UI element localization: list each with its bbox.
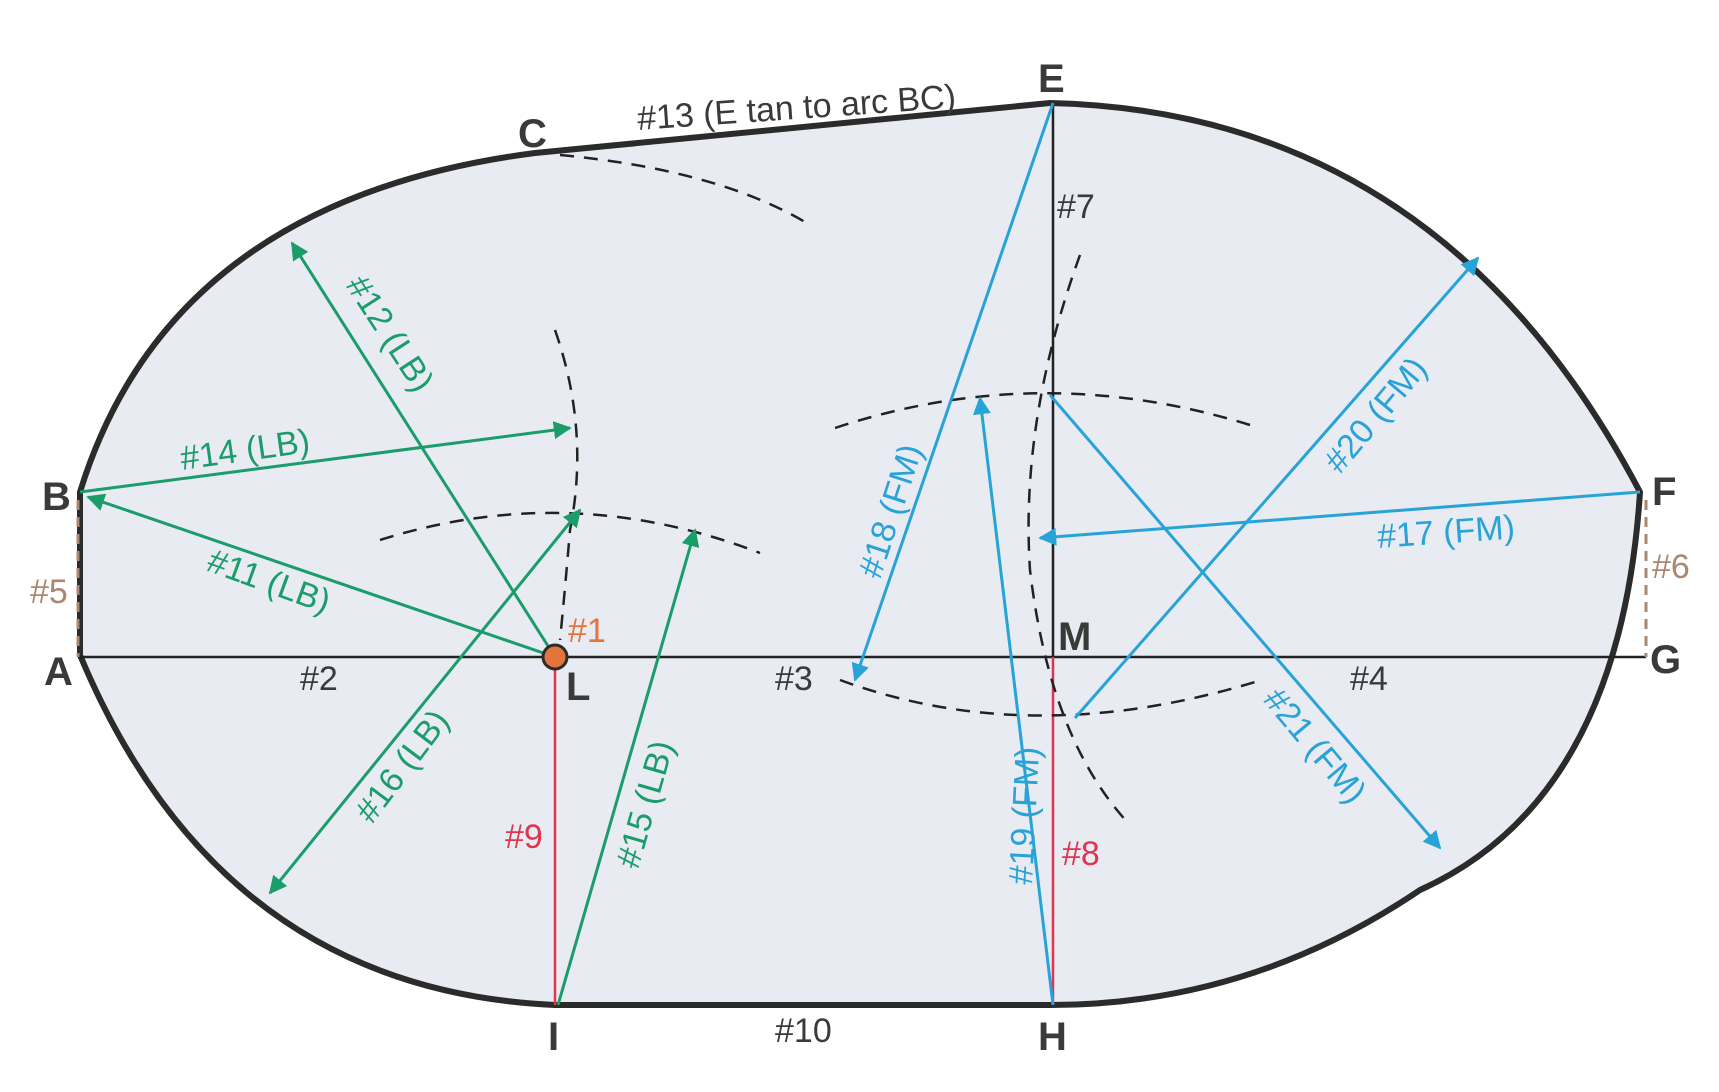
point-label-a: A xyxy=(44,650,73,694)
step-19-label: #19 (FM) xyxy=(1002,746,1047,886)
point-label-e: E xyxy=(1038,57,1065,101)
point-label-i: I xyxy=(548,1015,559,1059)
point-label-m: M xyxy=(1058,615,1091,659)
green-arrows xyxy=(79,241,700,1006)
step-6-label: #6 xyxy=(1652,548,1690,586)
step-1-label: #1 xyxy=(568,612,606,650)
point-label-g: G xyxy=(1650,638,1681,682)
point-label-c: C xyxy=(518,112,547,156)
point-label-h: H xyxy=(1038,1015,1067,1059)
blue-arrows xyxy=(851,102,1641,1006)
step-4-label: #4 xyxy=(1350,660,1388,698)
step-8-label: #8 xyxy=(1062,835,1100,873)
pivot-point-l xyxy=(541,643,569,671)
point-label-b: B xyxy=(42,475,71,519)
step-10-label: #10 xyxy=(775,1012,832,1050)
step-9-label: #9 xyxy=(505,818,543,856)
step-2-label: #2 xyxy=(300,660,338,698)
step-5-label: #5 xyxy=(30,573,68,611)
step-7-label: #7 xyxy=(1057,188,1095,226)
point-label-l: L xyxy=(566,665,590,709)
step-3-label: #3 xyxy=(775,660,813,698)
point-label-f: F xyxy=(1652,470,1676,514)
